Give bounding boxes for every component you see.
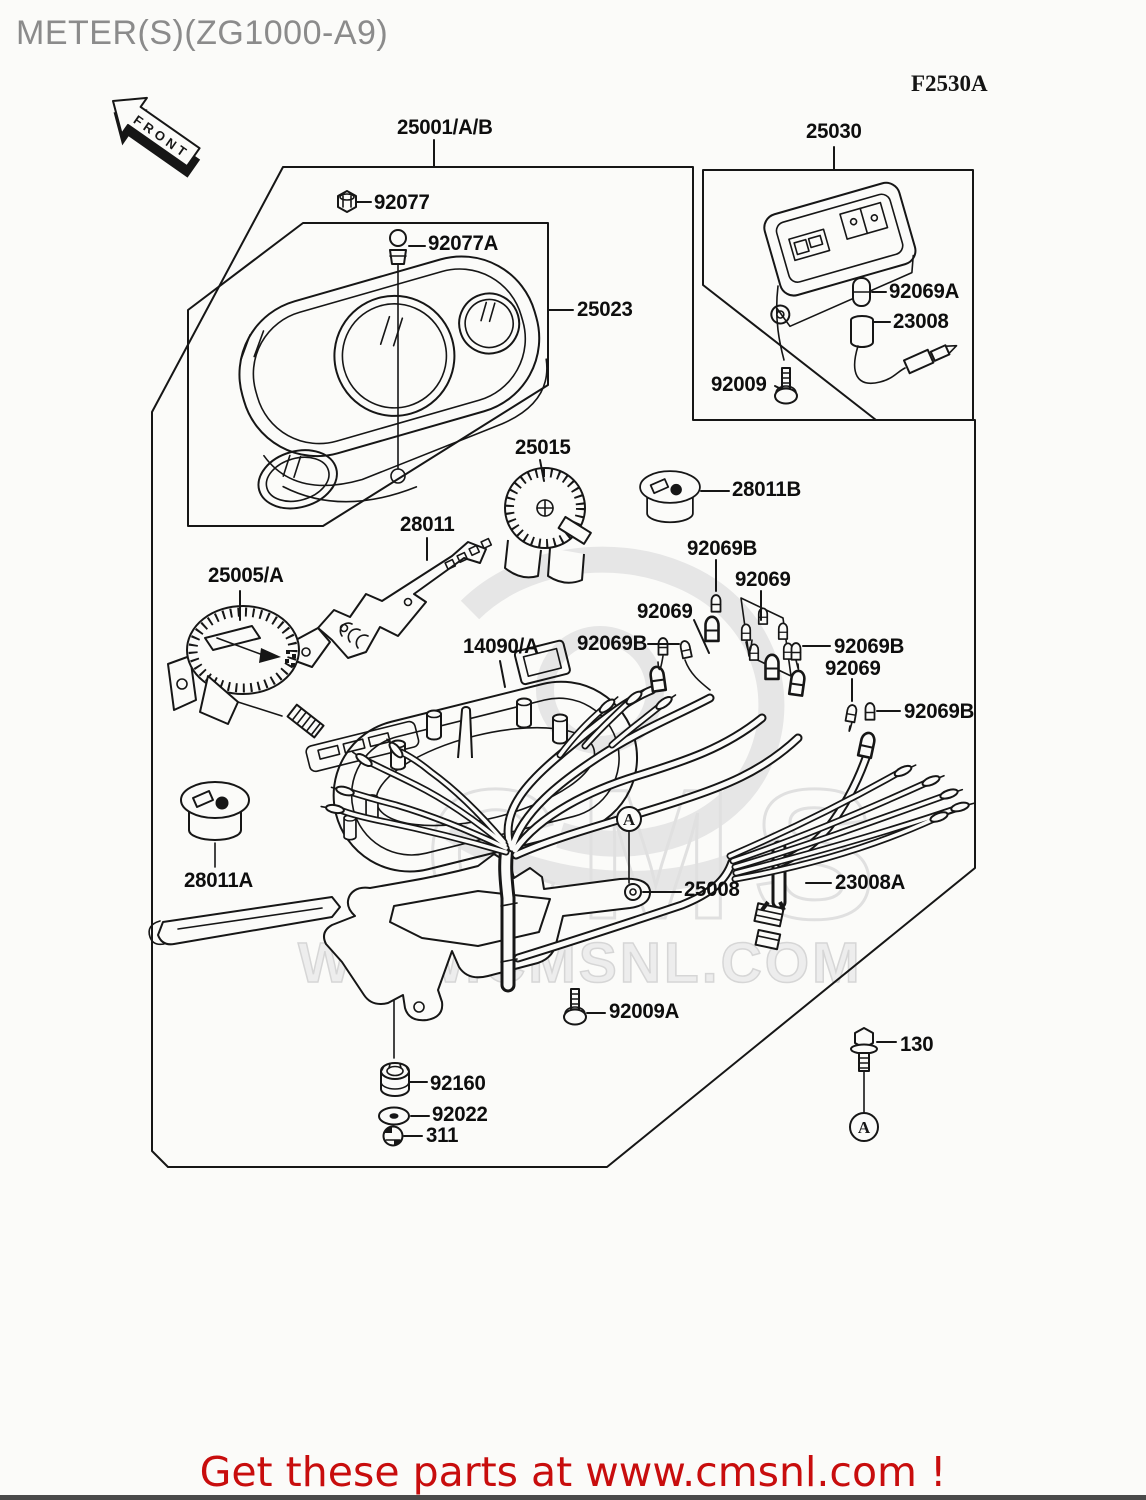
part-label-130: 130	[900, 1033, 934, 1056]
nut-92077	[337, 190, 357, 213]
part-label-92069: 92069	[637, 600, 693, 623]
socket-23008	[850, 315, 958, 385]
part-label-92069: 92069	[735, 568, 791, 591]
footer-banner[interactable]: Get these parts at www.cmsnl.com !	[0, 1448, 1146, 1496]
footer-text[interactable]: Get these parts at www.cmsnl.com !	[199, 1448, 947, 1496]
part-label-92069b: 92069B	[577, 632, 648, 655]
meter-cover-25023	[238, 255, 548, 510]
part-label-92009: 92009	[711, 373, 767, 396]
lcd-meter-25030	[763, 181, 917, 361]
bulb-92069A	[852, 277, 871, 307]
part-label-25015: 25015	[515, 436, 571, 459]
bottom-strip	[0, 1495, 1146, 1500]
part-label-92069b: 92069B	[687, 537, 758, 560]
part-label-25001-a-b: 25001/A/B	[397, 116, 493, 139]
part-label-25005-a: 25005/A	[208, 564, 284, 587]
part-label-92077: 92077	[374, 191, 430, 214]
pilot-cup-28011A	[180, 781, 250, 841]
bracket-28011	[289, 537, 493, 668]
gauge-25005	[167, 605, 325, 739]
damper-92077A	[389, 229, 407, 484]
part-label-23008a: 23008A	[835, 871, 906, 894]
part-label-311: 311	[426, 1124, 459, 1147]
damper-92160	[380, 1062, 410, 1097]
gauge-25015	[504, 467, 592, 584]
part-label-92077a: 92077A	[428, 232, 499, 255]
part-label-25008: 25008	[684, 878, 740, 901]
part-label-23008: 23008	[893, 310, 949, 333]
parts-box-25030	[702, 169, 974, 421]
part-label-25030: 25030	[806, 120, 862, 143]
callout-A-bolt: A	[849, 1071, 879, 1142]
fiche-code: F2530A	[911, 71, 988, 96]
callout-A-bracket: A	[616, 806, 642, 884]
part-label-92069b: 92069B	[904, 700, 975, 723]
main-outline-box	[151, 166, 976, 1168]
part-label-92160: 92160	[430, 1072, 486, 1095]
page-title: METER(S)(ZG1000-A9)	[16, 14, 389, 52]
bolt-130	[850, 1027, 878, 1072]
wiring-harness-23008A	[319, 594, 976, 985]
nut-311	[382, 1125, 404, 1147]
svg-text:A: A	[858, 1118, 871, 1137]
front-arrow: FRONT	[112, 96, 201, 178]
washer-92022	[378, 1106, 410, 1126]
svg-text:A: A	[623, 810, 636, 829]
part-label-92009a: 92009A	[609, 1000, 680, 1023]
part-label-92069a: 92069A	[889, 280, 960, 303]
part-label-25023: 25023	[577, 298, 633, 321]
part-label-28011: 28011	[400, 513, 455, 536]
part-label-92069b: 92069B	[834, 635, 905, 658]
part-label-92069: 92069	[825, 657, 881, 680]
pilot-cup-28011B	[639, 470, 701, 524]
part-label-28011b: 28011B	[732, 478, 802, 501]
leader-lines	[239, 139, 901, 1137]
part-label-14090-a: 14090/A	[463, 635, 539, 658]
parts-box-25023	[187, 222, 549, 527]
screw-92009	[774, 367, 798, 405]
part-label-28011a: 28011A	[184, 869, 254, 892]
part-label-92022: 92022	[432, 1103, 488, 1126]
